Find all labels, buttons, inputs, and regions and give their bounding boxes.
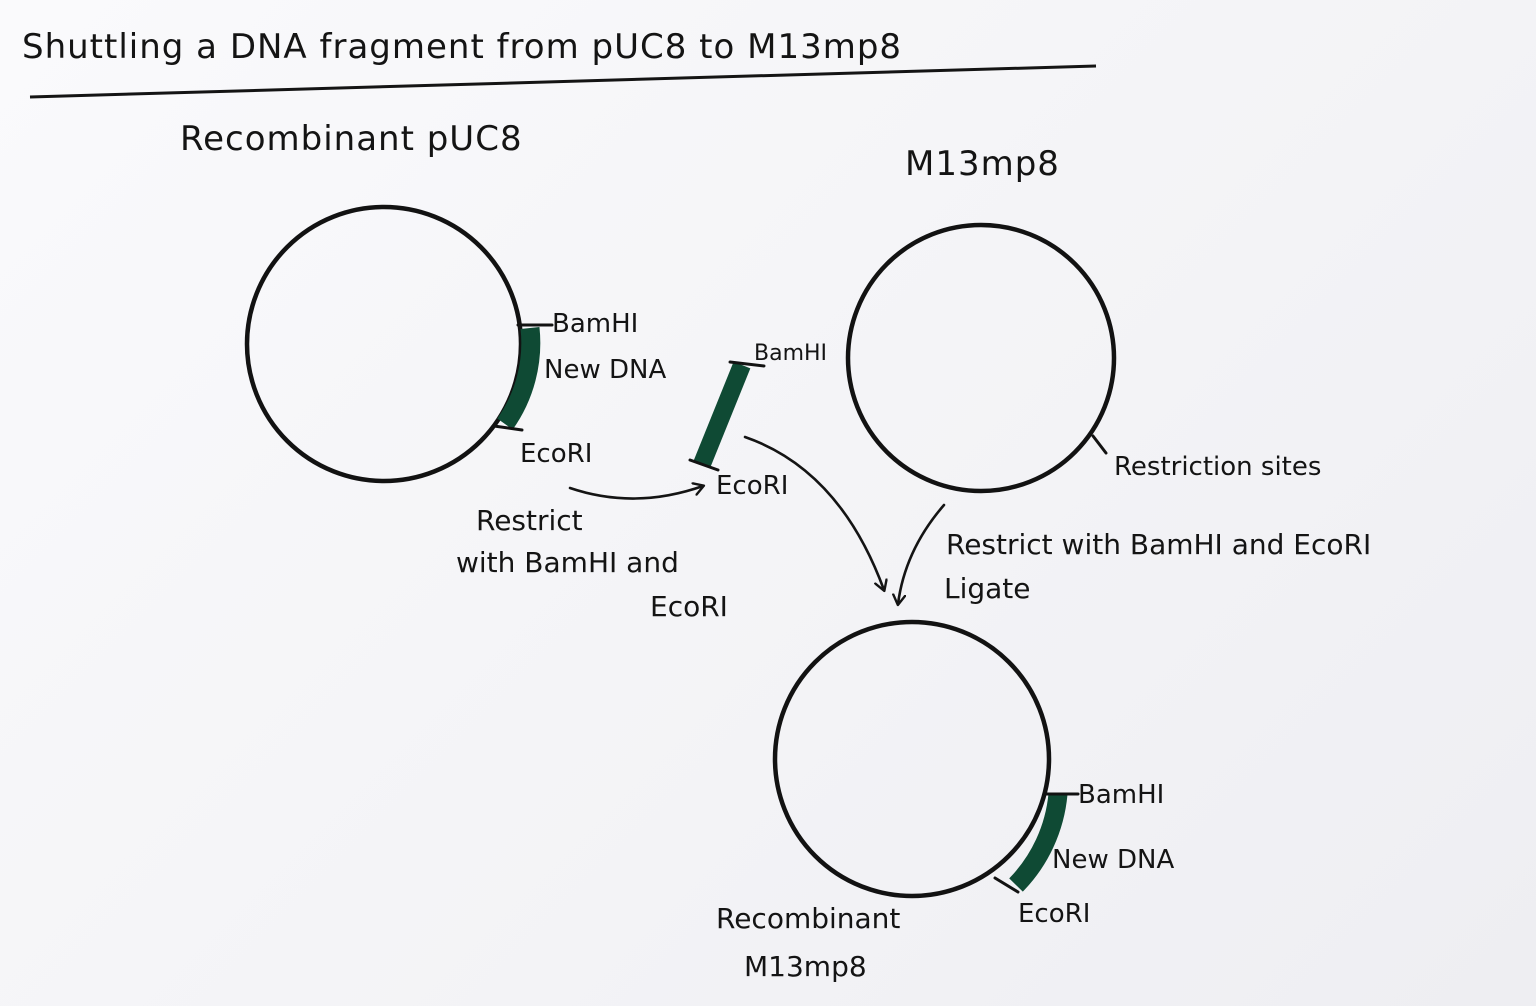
arrow-puc8-to-fragment (568, 486, 703, 500)
recombinant-m13mp8-new-dna-insert (1009, 792, 1068, 892)
arrow-m13mp8-to-recombinant (898, 503, 946, 604)
m13mp8-restriction-sites-label: Restriction sites (1114, 452, 1321, 482)
step-restrict-puc8-line1: Restrict (476, 504, 583, 537)
step-ligate: Ligate (944, 572, 1031, 605)
fragment-ecori-site-mark (688, 458, 720, 472)
puc8-new-dna-label: New DNA (544, 355, 666, 385)
recombinant-m13mp8-heading-line2: M13mp8 (744, 950, 867, 983)
recombinant-ecori-site-mark (993, 876, 1020, 894)
puc8-new-dna-insert (497, 326, 541, 430)
puc8-plasmid-circle (244, 204, 524, 484)
fragment-bamhi-label: BamHI (754, 341, 827, 366)
step-restrict-puc8-line2: with BamHI and (456, 546, 679, 579)
diagram-title: Shuttling a DNA fragment from pUC8 to M1… (22, 27, 902, 67)
puc8-ecori-site-mark (492, 424, 524, 432)
excised-fragment (693, 361, 751, 468)
fragment-bamhi-site-mark (728, 360, 766, 368)
recombinant-m13mp8-circle (772, 619, 1052, 899)
recombinant-m13mp8-heading-line1: Recombinant (716, 902, 900, 935)
step-restrict-m13-line1: Restrict with BamHI and EcoRI (946, 528, 1371, 561)
recombinant-bamhi-label: BamHI (1078, 780, 1164, 810)
step-restrict-puc8-line3: EcoRI (650, 590, 728, 623)
puc8-ecori-label: EcoRI (520, 439, 592, 469)
title-underline (29, 64, 1097, 99)
recombinant-ecori-label: EcoRI (1018, 899, 1090, 929)
puc8-bamhi-label: BamHI (552, 309, 638, 339)
m13mp8-circle (845, 222, 1117, 494)
fragment-ecori-label: EcoRI (716, 471, 788, 501)
m13mp8-restriction-site-mark (1091, 434, 1108, 455)
m13mp8-heading: M13mp8 (905, 144, 1060, 184)
arrow-fragment-to-recombinant (743, 435, 884, 590)
recombinant-new-dna-label: New DNA (1052, 845, 1174, 875)
puc8-heading: Recombinant pUC8 (180, 119, 523, 159)
